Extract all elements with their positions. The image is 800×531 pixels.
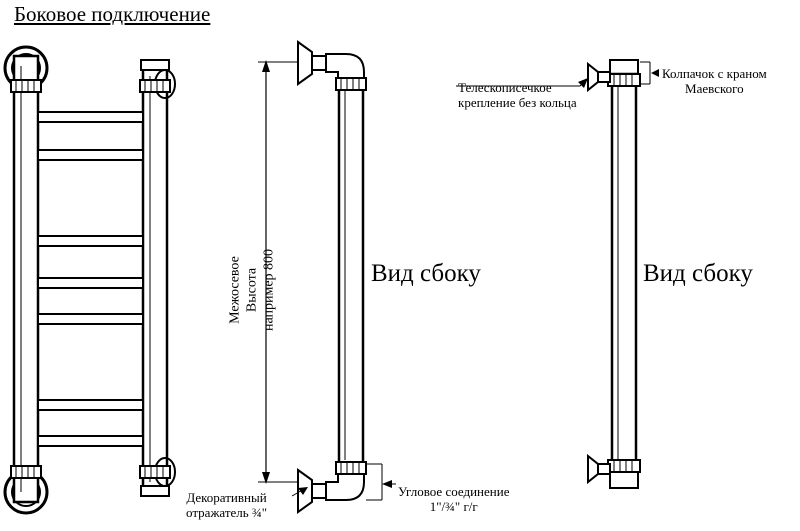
dimension-label-line2: Высота	[244, 267, 260, 313]
angle-connection-line2: 1"/¾" г/г	[429, 499, 478, 514]
side-view-label-1: Вид сбоку	[371, 260, 481, 287]
decorative-reflector-label: Декоративный отражатель ¾"	[186, 490, 267, 520]
telescopic-mount-label: Телескописечкое крепление без кольца	[458, 80, 577, 110]
cap-with-valve-line2: Маевского	[685, 81, 744, 96]
dimension-label-line3: например 800	[261, 248, 277, 332]
page-title: Боковое подключение	[14, 2, 211, 26]
cap-with-valve-label: Колпачок с краном Маевского	[662, 66, 767, 96]
telescopic-mount-line1: Телескописечкое	[458, 80, 552, 95]
decorative-reflector-line1: Декоративный	[186, 490, 267, 505]
front-view-towel-rail	[3, 45, 176, 515]
angle-connection-label: Угловое соединение 1"/¾" г/г	[398, 484, 509, 514]
telescopic-mount-line2: крепление без кольца	[458, 95, 577, 110]
angle-connection-line1: Угловое соединение	[398, 484, 510, 499]
side-view-2-drawing	[456, 59, 659, 489]
cap-with-valve-line1: Колпачок с краном	[662, 66, 767, 81]
side-view-label-2: Вид сбоку	[643, 260, 753, 287]
dimension-label-line1: Межосевое	[227, 256, 243, 324]
decorative-reflector-line2: отражатель ¾"	[186, 505, 268, 520]
side-view-1-drawing	[258, 40, 396, 514]
